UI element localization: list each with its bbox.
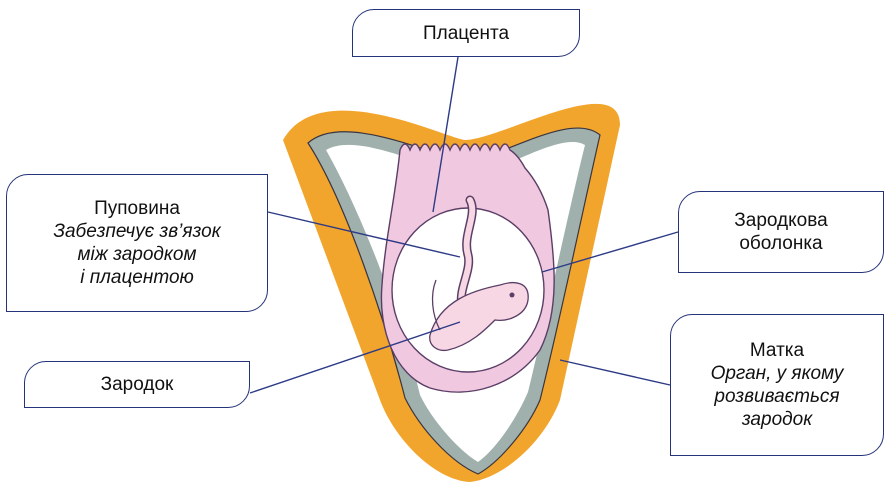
leader-line-uterus — [560, 360, 670, 385]
label-umbilical-cord-desc-2: між зародком — [78, 243, 197, 266]
label-uterus-title: Матка — [750, 339, 804, 362]
label-uterus-desc-1: Орган, у якому — [711, 362, 844, 385]
embryo-eye — [510, 293, 515, 298]
label-umbilical-cord-title: Пуповина — [94, 197, 180, 220]
label-embryo-title: Зародок — [101, 373, 174, 396]
label-uterus: Матка Орган, у якому розвивається зародо… — [670, 314, 884, 456]
label-umbilical-cord: Пуповина Забезпечує зв’язок між зародком… — [6, 174, 268, 312]
label-placenta-title: Плацента — [423, 22, 509, 45]
label-embryo: Зародок — [24, 361, 250, 408]
label-umbilical-cord-desc-1: Забезпечує зв’язок — [53, 220, 220, 243]
label-placenta: Плацента — [352, 9, 580, 57]
label-embryonic-membrane: Зародкова оболонка — [678, 191, 884, 273]
label-embryonic-membrane-title-2: оболонка — [739, 232, 822, 255]
label-uterus-desc-2: розвивається — [714, 385, 839, 408]
label-uterus-desc-3: зародок — [742, 408, 812, 431]
label-embryonic-membrane-title-1: Зародкова — [734, 209, 827, 232]
label-umbilical-cord-desc-3: і плацентою — [80, 266, 194, 289]
